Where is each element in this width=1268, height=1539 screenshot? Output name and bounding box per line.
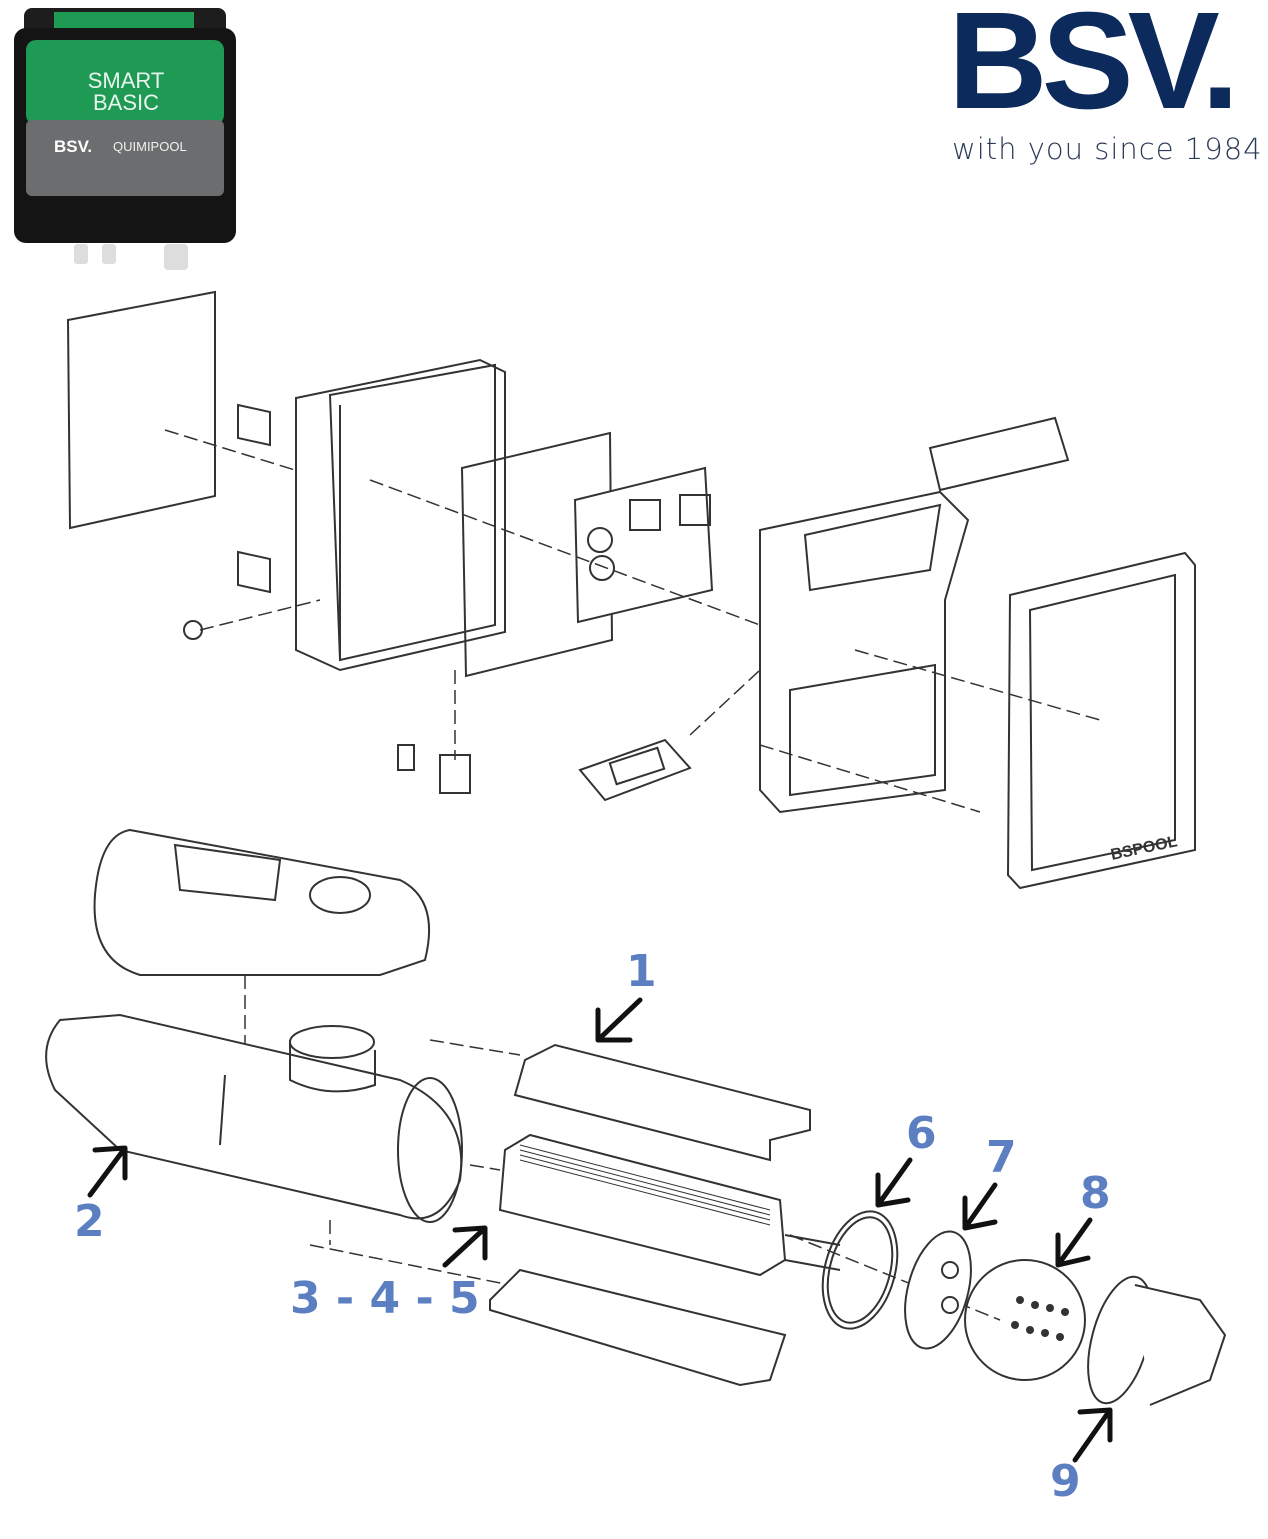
o-ring bbox=[821, 1210, 899, 1330]
callout-1: 1 bbox=[626, 946, 657, 997]
callout-6: 6 bbox=[906, 1108, 937, 1159]
callout-9: 9 bbox=[1050, 1456, 1081, 1507]
display-board bbox=[578, 738, 692, 802]
enclosure bbox=[295, 358, 506, 672]
cell-body bbox=[45, 1013, 463, 1223]
end-cap-nut bbox=[1087, 1275, 1227, 1406]
product-title-2: BASIC bbox=[93, 90, 159, 115]
hardware-detail bbox=[964, 1259, 1086, 1381]
callout-arrows bbox=[87, 997, 1113, 1463]
label-window bbox=[928, 416, 1070, 492]
cell-cover bbox=[93, 828, 431, 976]
electrode-guide-top bbox=[513, 1043, 811, 1162]
callout-8: 8 bbox=[1080, 1168, 1111, 1219]
back-panel bbox=[66, 290, 216, 530]
gasket bbox=[460, 431, 614, 678]
cap-plate bbox=[904, 1230, 972, 1350]
product-sub-brand: QUIMIPOOL bbox=[113, 139, 187, 154]
gland-nut bbox=[183, 620, 203, 640]
bsv-logo: BSV. bbox=[948, 0, 1239, 138]
electrode-guide-bottom bbox=[489, 1268, 787, 1387]
product-brand: BSV. bbox=[54, 137, 92, 156]
bsv-tagline: with you since 1984 bbox=[952, 132, 1263, 166]
electrode-pack bbox=[498, 1133, 841, 1277]
product-image: SMART BASIC BSV. QUIMIPOOL bbox=[14, 8, 236, 270]
callout-7: 7 bbox=[986, 1132, 1017, 1183]
callout-3-4-5: 3 - 4 - 5 bbox=[290, 1273, 480, 1324]
gland-large bbox=[439, 754, 471, 794]
product-title-1: SMART bbox=[88, 68, 165, 93]
circuit-board bbox=[573, 466, 714, 624]
outer-frame: BSPOOL bbox=[1006, 551, 1196, 890]
bracket-bottom bbox=[237, 550, 271, 594]
bracket-top bbox=[237, 403, 271, 447]
gland-small bbox=[397, 744, 415, 771]
callout-2: 2 bbox=[74, 1196, 105, 1247]
